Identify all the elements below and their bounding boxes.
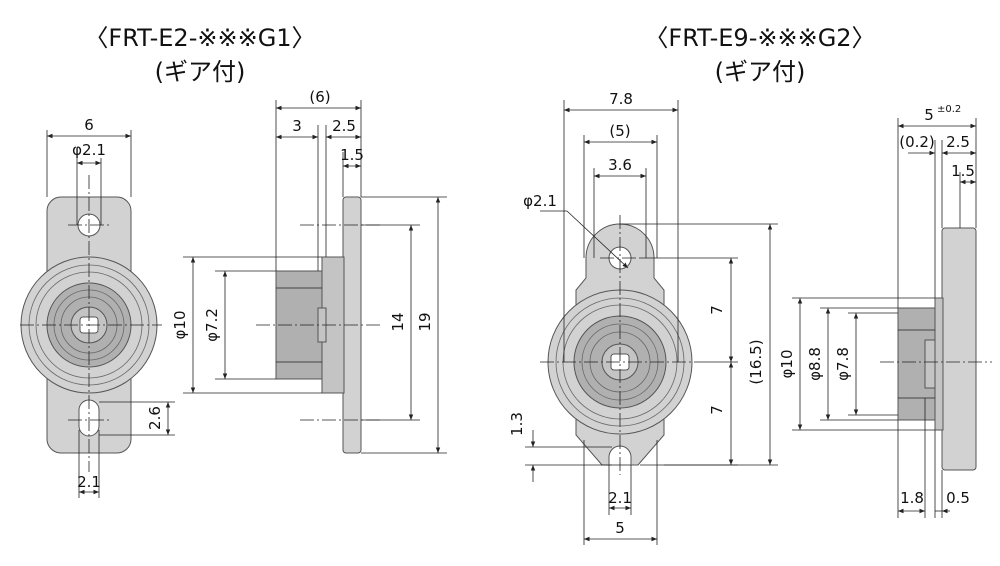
left-front-dims: 6 φ2.1 2.6 2.1: [46, 116, 175, 498]
right-dim-d10: φ10: [778, 350, 796, 379]
left-dim-od: φ10: [171, 311, 189, 340]
left-dim-slot-w: 2.1: [77, 473, 101, 491]
left-dim-gear: φ7.2: [203, 308, 221, 342]
right-dim-d78: φ7.8: [834, 347, 852, 381]
left-subtitle: (ギア付): [155, 58, 246, 86]
right-dim-w5p: (5): [609, 122, 630, 140]
right-dim-side-top: 5: [924, 106, 934, 124]
right-dim-hole: φ2.1: [523, 192, 557, 210]
right-subtitle: (ギア付): [715, 58, 806, 86]
right-dim-bottom-b: 0.5: [946, 489, 970, 507]
left-dim-side-a: 3: [292, 117, 302, 135]
left-title: 〈FRT-E2-※※※G1〉: [84, 24, 315, 52]
left-front-view: [20, 175, 162, 472]
right-side-view: [880, 227, 992, 471]
left-dim-side-c: 1.5: [340, 146, 364, 164]
left-dim-hole: φ2.1: [72, 141, 106, 159]
left-dim-h14: 14: [389, 312, 407, 331]
right-dim-side-c: 1.5: [951, 162, 975, 180]
left-dim-h19: 19: [416, 312, 434, 331]
left-side-dims: (6) 3 2.5 1.5 φ10 φ7.2 14 19: [171, 88, 447, 454]
right-dim-seven-a: 7: [708, 305, 726, 315]
right-dim-h165: (16.5): [747, 339, 765, 384]
right-dim-slot-w: 2.1: [608, 489, 632, 507]
right-dim-bottom-a: 1.8: [900, 489, 924, 507]
right-dim-d88: φ8.8: [806, 347, 824, 381]
left-dim-width: 6: [84, 116, 94, 134]
right-dim-seven-b: 7: [708, 405, 726, 415]
right-dim-w36: 3.6: [608, 156, 632, 174]
right-dim-side-b: 2.5: [946, 133, 970, 151]
left-dim-side-b: 2.5: [332, 117, 356, 135]
right-dim-width: 7.8: [609, 90, 633, 108]
right-title: 〈FRT-E9-※※※G2〉: [644, 24, 875, 52]
right-front-view: [540, 215, 700, 475]
left-side-view: [256, 196, 380, 454]
left-dim-side-overall: (6): [309, 88, 330, 106]
right-dim-side-a: (0.2): [899, 133, 935, 151]
right-side-dims: 5 ±0.2 (0.2) 2.5 1.5 φ10 φ8.8 φ7.8 1.8: [778, 104, 977, 518]
right-dim-h13: 1.3: [508, 412, 526, 436]
right-front-dims: 7.8 (5) 3.6 φ2.1 7 7 (16.5) 1.3 2.1: [508, 90, 778, 545]
right-dim-bottom-w: 5: [615, 519, 625, 537]
right-dim-side-tol: ±0.2: [937, 104, 961, 115]
left-dim-slot-h: 2.6: [146, 406, 164, 430]
